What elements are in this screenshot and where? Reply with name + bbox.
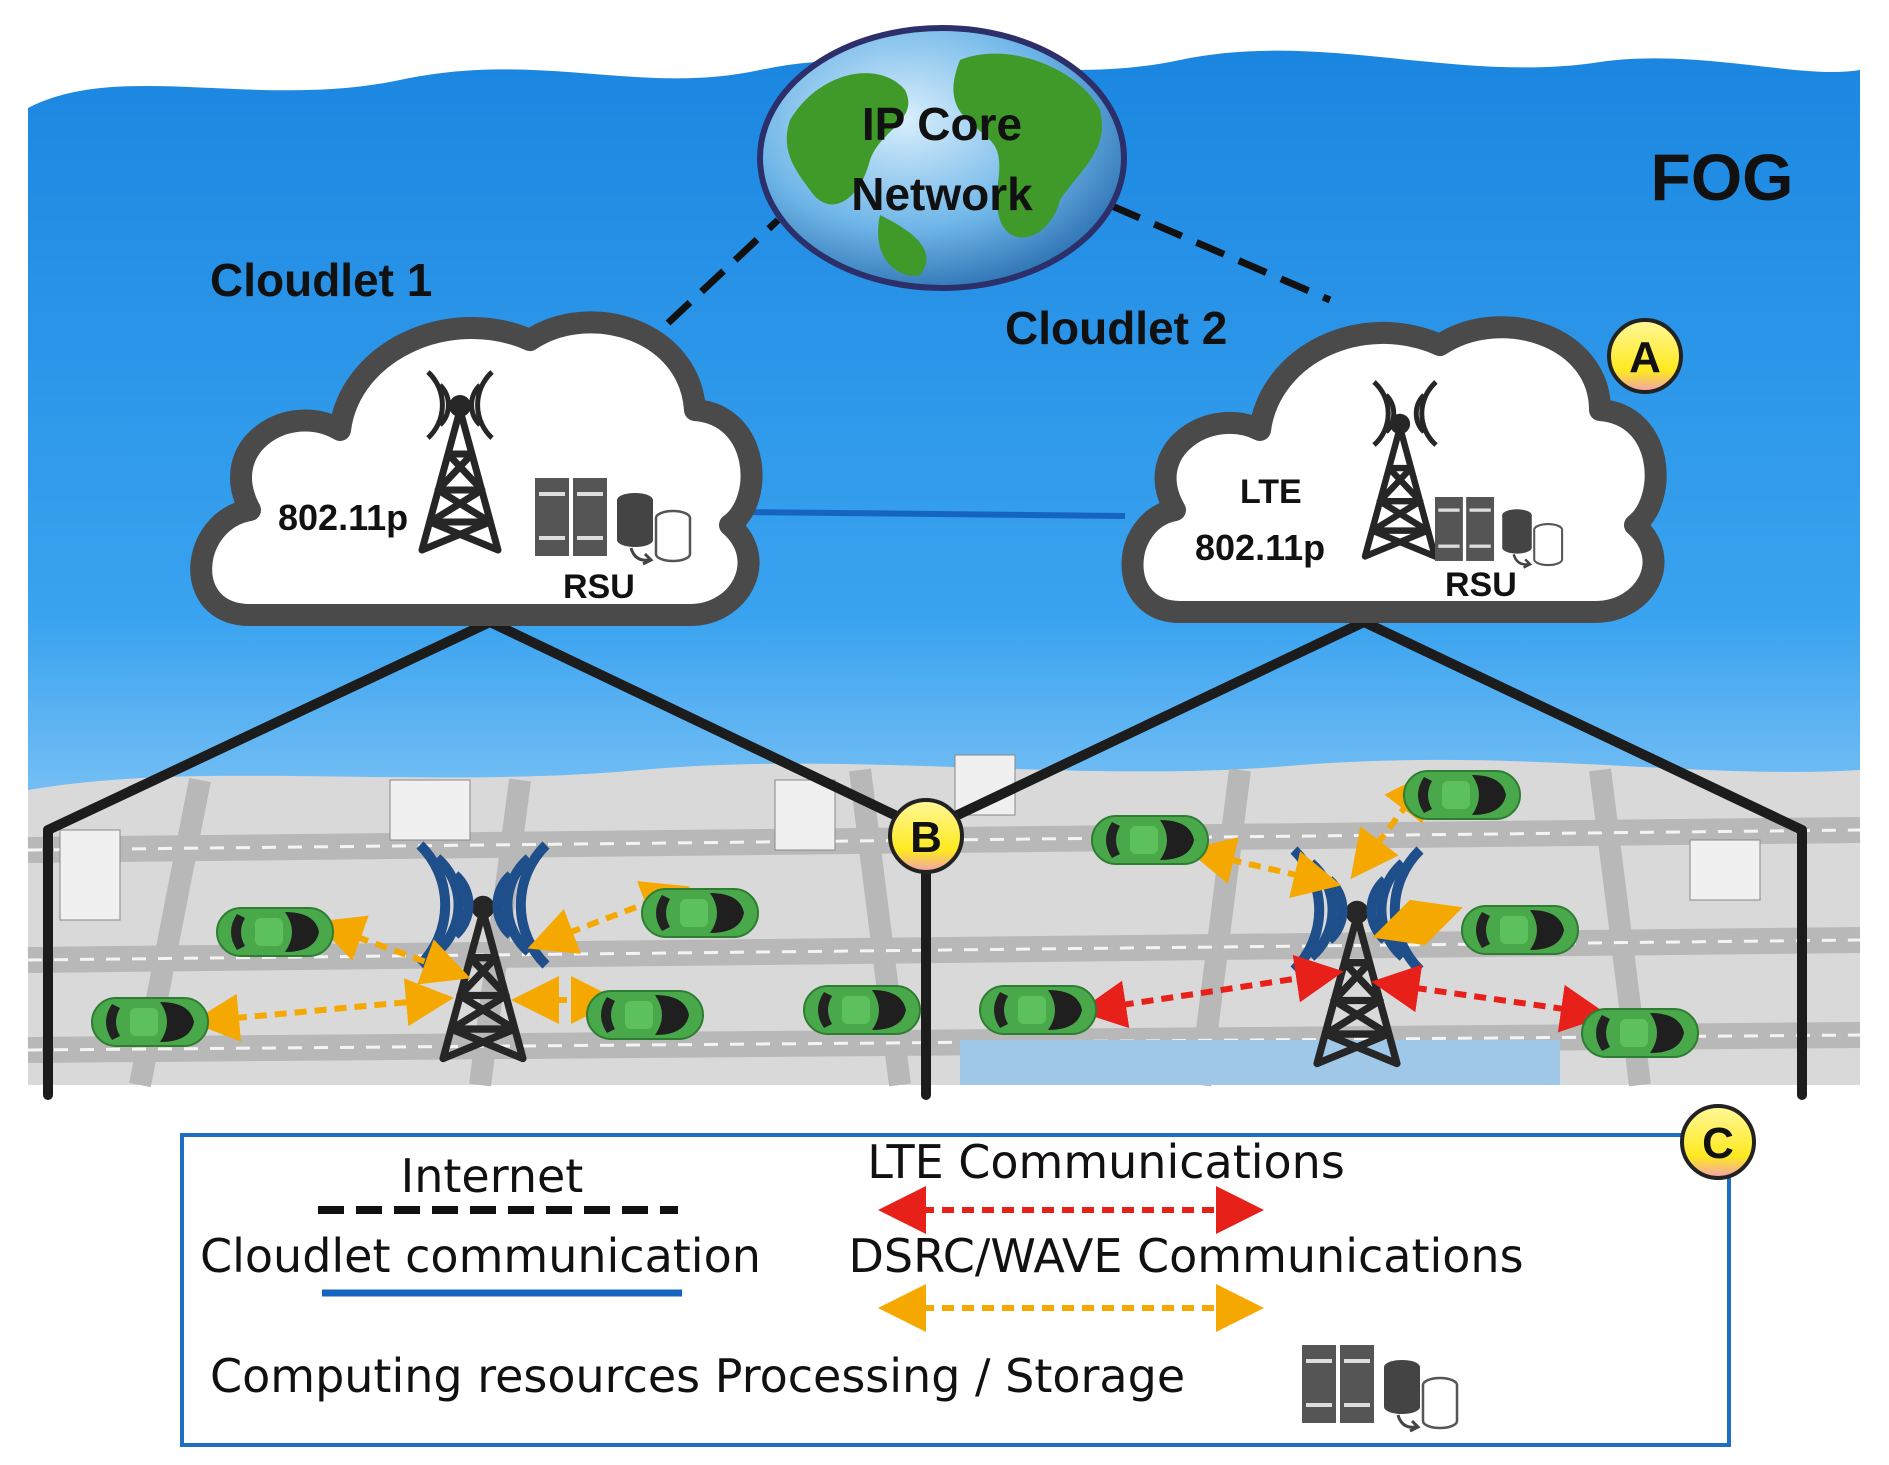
legend-internet-label: Internet bbox=[401, 1149, 584, 1203]
fog-label: FOG bbox=[1651, 140, 1794, 214]
cloudlet-link bbox=[739, 509, 1126, 519]
car-icon bbox=[586, 990, 704, 1040]
cloudlet2-signal-icon bbox=[1372, 380, 1438, 447]
core-title-line2: Network bbox=[851, 168, 1033, 220]
car-icon bbox=[1461, 905, 1579, 955]
legend-cloudlet-label: Cloudlet communication bbox=[200, 1229, 761, 1283]
car-icon bbox=[1581, 1008, 1699, 1058]
lte-arrows bbox=[1078, 954, 1609, 1033]
core-title-line1: IP Core bbox=[862, 98, 1022, 150]
cloudlet1-radio-label: 802.11p bbox=[278, 497, 408, 538]
cloudlet2-title: Cloudlet 2 bbox=[1005, 302, 1227, 354]
badge-c: C bbox=[1680, 1104, 1756, 1180]
badge-a: A bbox=[1607, 318, 1683, 394]
cloudlet2-rsu-label: RSU bbox=[1445, 566, 1517, 604]
svg-text:C: C bbox=[1702, 1119, 1734, 1168]
legend-dsrc-label: DSRC/WAVE Communications bbox=[848, 1229, 1523, 1283]
car-icon bbox=[1403, 770, 1521, 820]
cloudlet1-rsu-label: RSU bbox=[563, 568, 635, 606]
car-icon bbox=[803, 985, 921, 1035]
globe-icon bbox=[757, 25, 1127, 291]
car-icon bbox=[91, 997, 209, 1047]
car-icon bbox=[641, 888, 759, 938]
car-icon bbox=[979, 985, 1097, 1035]
svg-text:A: A bbox=[1629, 333, 1661, 382]
legend-lte-label: LTE Communications bbox=[867, 1135, 1345, 1189]
badge-b: B bbox=[888, 798, 964, 874]
internet-links bbox=[665, 202, 1332, 326]
cloudlet2-lte-label: LTE bbox=[1240, 473, 1302, 511]
cloudlet2-radio-label: 802.11p bbox=[1195, 527, 1325, 568]
car-icon bbox=[1091, 815, 1209, 865]
svg-text:B: B bbox=[910, 813, 942, 862]
car-icon bbox=[216, 907, 334, 957]
cloudlet1-title: Cloudlet 1 bbox=[210, 254, 432, 306]
legend-computing-label: Computing resources Processing / Storage bbox=[210, 1349, 1185, 1403]
cloudlet1-signal-icon bbox=[426, 370, 494, 440]
